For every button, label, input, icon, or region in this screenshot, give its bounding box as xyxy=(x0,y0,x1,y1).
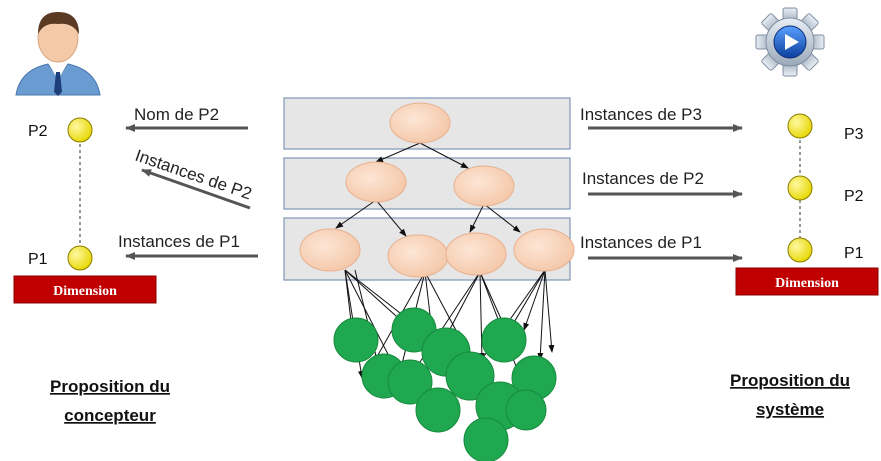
system-point-label-p3: P3 xyxy=(844,126,864,143)
leaf-node xyxy=(481,317,527,363)
node-p2-a xyxy=(345,161,407,203)
designer-dimension-box xyxy=(13,275,157,304)
node-p1-a xyxy=(299,228,361,272)
node-p1-c xyxy=(445,232,507,276)
system-caption-line-1: Proposition du xyxy=(730,371,850,390)
leaf-node xyxy=(505,389,547,431)
tree-edges xyxy=(335,142,521,237)
system-point-label-p1: P1 xyxy=(844,245,864,262)
designer-point-label-p2: P2 xyxy=(28,123,48,140)
arrow-label-designer-instances-p1: Instances de P1 xyxy=(118,232,240,251)
system-caption-line-2: système xyxy=(756,400,824,419)
gear-icon xyxy=(755,7,825,77)
leaf-node xyxy=(445,351,495,401)
designer-point-label-p1: P1 xyxy=(28,251,48,268)
designer-point-p1 xyxy=(67,245,93,271)
designer-point-p2 xyxy=(67,117,93,143)
arrow-label-system-instances-p1: Instances de P1 xyxy=(580,233,702,252)
system-point-p3 xyxy=(787,113,813,139)
system-point-label-p2: P2 xyxy=(844,188,864,205)
level-band-p2 xyxy=(283,157,571,210)
leaf-node xyxy=(463,417,509,461)
leaf-node xyxy=(333,317,379,363)
node-p1-d xyxy=(513,228,575,272)
system-dimension-label: Dimension xyxy=(775,276,839,291)
system-dimension-box xyxy=(735,267,879,296)
arrow-designer-instances-p2 xyxy=(141,168,251,210)
system-point-p2 xyxy=(787,175,813,201)
designer-dimension-label: Dimension xyxy=(53,284,117,299)
node-p3 xyxy=(389,102,451,144)
arrow-label-system-instances-p2: Instances de P2 xyxy=(582,169,704,188)
node-p1-b xyxy=(387,234,449,278)
leaf-node xyxy=(415,387,461,433)
arrow-label-system-instances-p3: Instances de P3 xyxy=(580,105,702,124)
designer-caption-line-1: Proposition du xyxy=(50,377,170,396)
system-point-p1 xyxy=(787,237,813,263)
arrow-label-nom-de-p2: Nom de P2 xyxy=(134,105,219,124)
designer-caption-line-2: concepteur xyxy=(64,406,156,425)
user-avatar-icon xyxy=(15,12,101,96)
leaf-node xyxy=(387,359,433,405)
node-p2-b xyxy=(453,165,515,207)
